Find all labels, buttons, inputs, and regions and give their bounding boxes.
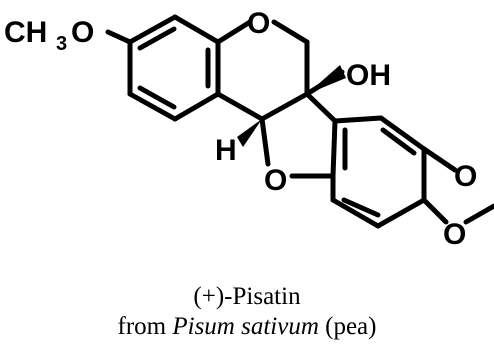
bond: [330, 197, 381, 229]
bond: [421, 197, 449, 225]
bond-double-inner: [380, 127, 417, 156]
bond: [463, 203, 494, 225]
dioxole-oxygen-bottom-label: O: [443, 218, 466, 251]
bond: [172, 14, 221, 45]
bonds: [105, 14, 494, 229]
wedge-bond-oh: [307, 65, 346, 94]
bond: [375, 197, 427, 229]
source-prefix: from: [117, 313, 173, 340]
methoxy-subscript: 3: [56, 33, 67, 55]
bond-double-inner: [137, 85, 177, 110]
methoxy-ch-label: CH: [4, 16, 47, 49]
bond: [330, 118, 338, 179]
bond: [127, 91, 178, 122]
hydroxyl-label: OH: [346, 59, 391, 92]
source-line: from Pisum sativum (pea): [0, 312, 494, 342]
bond: [105, 29, 133, 45]
wedge-bond-h: [237, 119, 262, 147]
furan-oxygen-label: O: [264, 164, 287, 197]
bond: [332, 115, 384, 124]
source-species: Pisum sativum: [172, 313, 319, 340]
ring-oxygen-label: O: [247, 7, 270, 40]
bond: [378, 115, 427, 152]
bond: [421, 146, 458, 173]
bond-double-inner: [137, 26, 177, 51]
bond: [215, 91, 265, 122]
dioxole-oxygen-top-label: O: [454, 160, 477, 193]
pisatin-structure-diagram: CH 3 O O OH H O O O: [4, 7, 494, 251]
bond: [172, 91, 221, 122]
source-suffix: (pea): [318, 313, 377, 340]
methoxy-oxygen-label: O: [71, 16, 94, 49]
bond: [215, 19, 253, 45]
bond: [127, 14, 178, 45]
bond: [271, 19, 310, 45]
hydrogen-label: H: [215, 134, 237, 167]
bond-double-inner: [341, 197, 381, 218]
bond: [259, 91, 310, 122]
compound-name: (+)-Pisatin: [193, 283, 301, 310]
bond: [259, 116, 271, 167]
bond: [304, 91, 338, 124]
